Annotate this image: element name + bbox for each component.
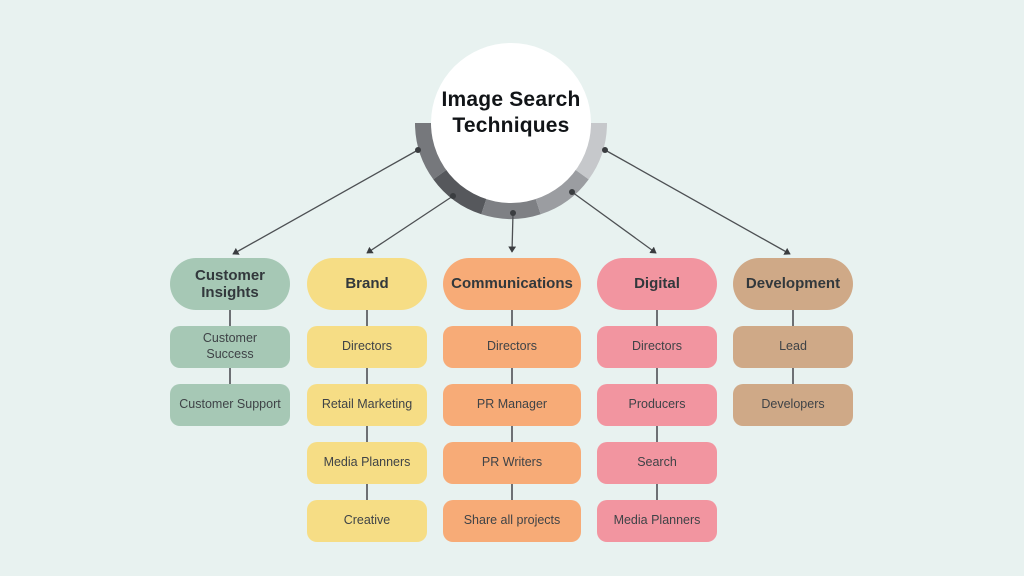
node-label: Media Planners [323,455,411,470]
column-connector-line [511,310,513,326]
branch-digital: Digital Directors Producers Search Media… [597,258,717,542]
ring-segment-4 [533,165,589,215]
column-connector-line [229,368,231,384]
node-lead[interactable]: Lead [733,326,853,368]
node-brand-media-planners[interactable]: Media Planners [307,442,427,484]
column-connector-line [656,426,658,442]
node-producers[interactable]: Producers [597,384,717,426]
node-label: Media Planners [613,513,701,528]
branch-brand: Brand Directors Retail Marketing Media P… [307,258,427,542]
node-label: Customer Success [202,331,258,361]
node-share-all-projects[interactable]: Share all projects [443,500,581,542]
node-label: Developers [761,397,825,412]
column-connector-line [792,368,794,384]
node-digital-directors[interactable]: Directors [597,326,717,368]
node-label: Creative [343,513,391,528]
column-connector-line [656,310,658,326]
column-connector-line [656,368,658,384]
connector-dot [450,193,456,199]
node-digital-media-planners[interactable]: Media Planners [597,500,717,542]
branch-header-label: Communications [451,275,573,293]
node-label: Customer Support [179,397,281,412]
connector-brand [366,195,454,254]
hub-circle [431,43,591,203]
branch-connectors [232,149,791,255]
node-pr-writers[interactable]: PR Writers [443,442,581,484]
column-connector-line [366,368,368,384]
node-customer-success[interactable]: Customer Success [170,326,290,368]
node-pr-manager[interactable]: PR Manager [443,384,581,426]
connector-digital [571,191,657,254]
column-connector-line [511,426,513,442]
branch-customer-insights: Customer Insights Customer Success Custo… [170,258,290,426]
column-connector-line [656,484,658,500]
node-brand-directors[interactable]: Directors [307,326,427,368]
node-customer-support[interactable]: Customer Support [170,384,290,426]
node-developers[interactable]: Developers [733,384,853,426]
branch-header-label: Digital [634,275,680,293]
connector-customer-insights [232,149,419,255]
branch-communications: Communications Directors PR Manager PR W… [443,258,581,542]
branch-header-label: Customer Insights [194,266,265,301]
branch-header-communications[interactable]: Communications [443,258,581,310]
connector-dot [415,147,421,153]
node-search[interactable]: Search [597,442,717,484]
node-label: Search [637,455,677,470]
column-connector-line [366,484,368,500]
node-label: PR Writers [481,455,543,470]
node-retail-marketing[interactable]: Retail Marketing [307,384,427,426]
node-creative[interactable]: Creative [307,500,427,542]
connector-communications [508,212,517,253]
node-comms-directors[interactable]: Directors [443,326,581,368]
branch-development: Development Lead Developers [733,258,853,426]
connector-dot [510,210,516,216]
node-label: Producers [628,397,686,412]
node-label: Directors [486,339,537,354]
column-connector-line [792,310,794,326]
column-connector-line [366,310,368,326]
column-connector-line [229,310,231,326]
hub-title: Image Search Techniques [441,88,581,137]
branch-header-label: Development [745,275,841,293]
branch-header-development[interactable]: Development [733,258,853,310]
column-connector-line [511,368,513,384]
node-label: Share all projects [463,513,561,528]
connector-dot [602,147,608,153]
connector-dots [415,147,608,216]
branch-header-label: Brand [345,275,389,293]
column-connector-line [511,484,513,500]
branch-header-customer-insights[interactable]: Customer Insights [170,258,290,310]
branch-header-digital[interactable]: Digital [597,258,717,310]
node-label: Retail Marketing [321,397,413,412]
connector-dot [569,189,575,195]
node-label: Directors [631,339,682,354]
column-connector-line [366,426,368,442]
node-label: PR Manager [476,397,548,412]
node-label: Directors [341,339,392,354]
node-label: Lead [779,339,807,354]
branch-header-brand[interactable]: Brand [307,258,427,310]
connector-development [604,149,791,255]
ring-segment-2 [433,165,489,215]
